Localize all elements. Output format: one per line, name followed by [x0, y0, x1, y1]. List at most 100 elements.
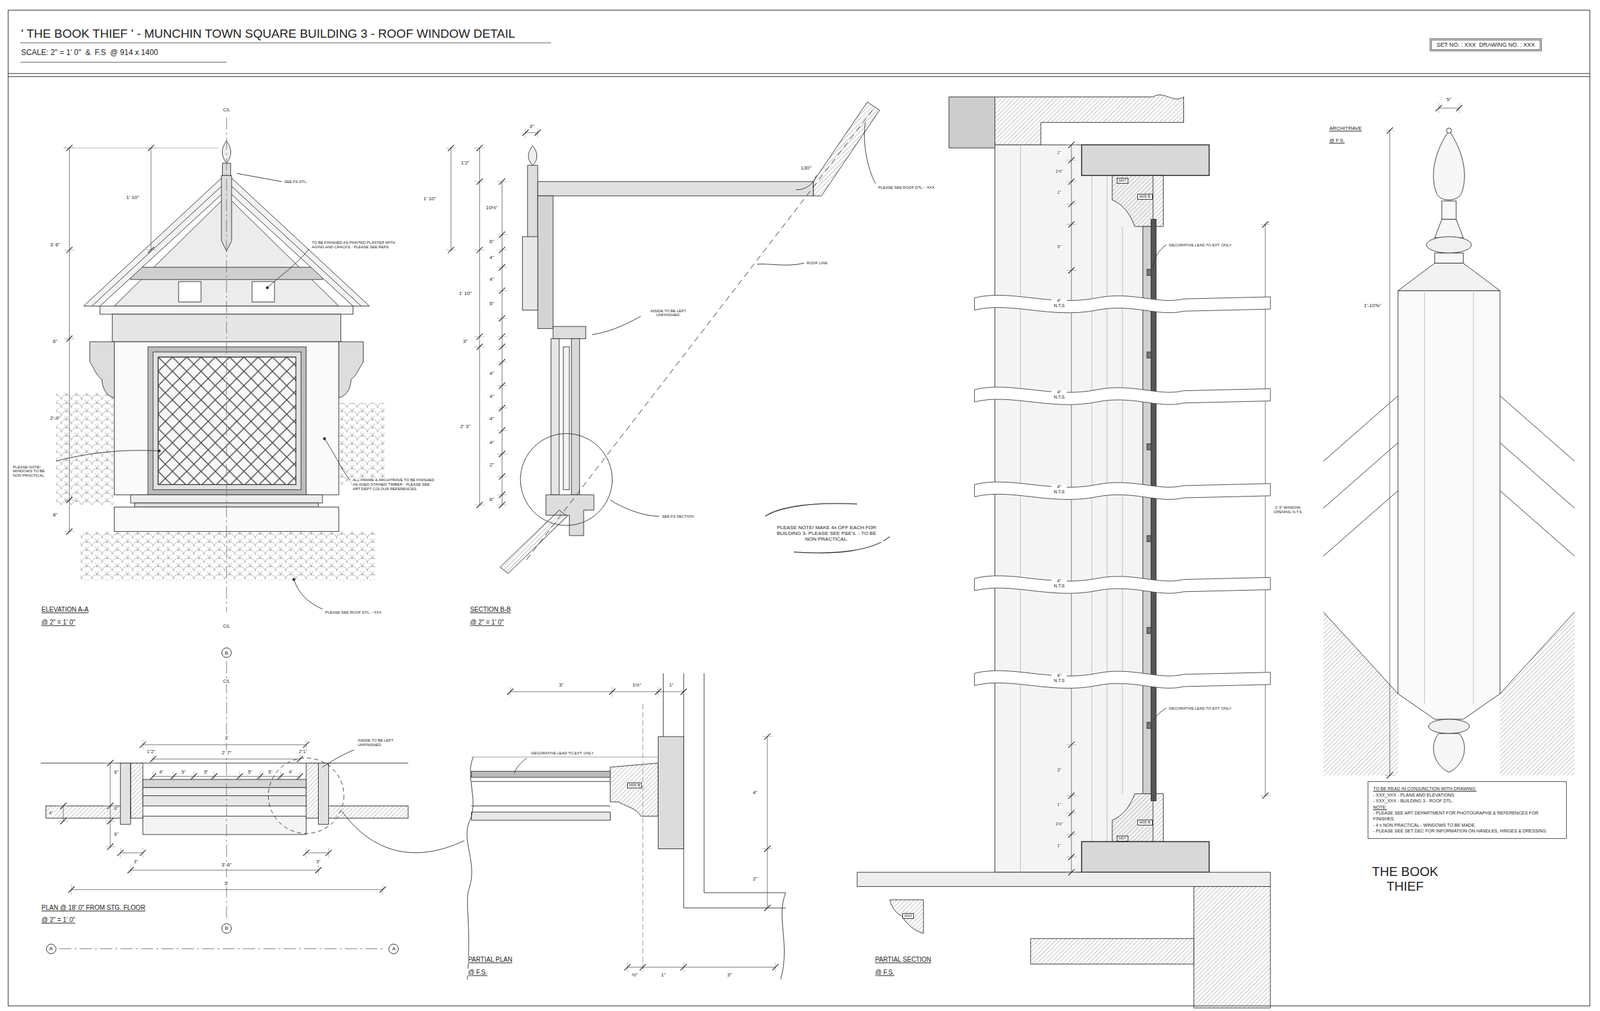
elevation-drawing: [324, 439, 351, 481]
annotation-label: ALL FRAME & ARCHITRAVE TO BE FINISHED AS…: [352, 478, 436, 492]
node-text: TO BE READ IN CONJUNCTION WITH DRAWING:: [1373, 785, 1561, 792]
annotation-label: DECORATIVE LEAD TO EXT. ONLY: [1168, 242, 1233, 248]
elevation-drawing: [69, 147, 70, 532]
node-text: M07: [1118, 836, 1127, 841]
view-title: PARTIAL SECTION: [874, 956, 932, 965]
annotation-label: 6": [113, 806, 120, 812]
elevation-drawing: [152, 352, 301, 490]
annotation-label: 4" N.T.S: [1051, 297, 1067, 308]
annotation-label: PLEASE NOTE! WINDOWS TO BE NON PRACTICAL…: [12, 464, 55, 479]
section-drawing: [499, 178, 506, 185]
plan-drawing: [46, 806, 131, 819]
annotation-label: 4": [488, 439, 495, 446]
finial-drawing: [1500, 612, 1575, 776]
annotation-label: @ F.S.: [1328, 137, 1346, 144]
partial-plan-drawing: [609, 763, 658, 817]
annotation-label: SEE FS DTL.: [283, 179, 308, 184]
plan-drawing: [268, 758, 344, 834]
plan-drawing: [325, 849, 333, 857]
plan-drawing: [130, 869, 319, 871]
node-text: - PLEASE SEE ART DEPARTMENT FOR PHOTOGRA…: [1373, 810, 1561, 823]
node-text: M05 B: [1139, 194, 1151, 200]
partial-plan-drawing: [467, 673, 786, 980]
annotation-label: 6": [488, 238, 495, 245]
section-drawing: [864, 122, 876, 184]
finial-drawing: [1446, 128, 1452, 134]
annotation-label: 2'-9": [49, 415, 61, 422]
sheet-frame: [8, 72, 1590, 74]
partial-section-drawing: [995, 144, 1154, 873]
annotation-label: ½": [631, 972, 639, 979]
section-drawing: [537, 195, 553, 329]
section-drawing: [499, 510, 568, 574]
section-drawing: [592, 316, 642, 335]
partial-section-drawing: [1068, 792, 1075, 800]
elevation-drawing: [236, 173, 282, 182]
annotation-label: C/L: [222, 107, 232, 113]
finial-drawing: [1456, 104, 1463, 112]
plan-drawing: [130, 763, 143, 819]
partial-section-drawing: [1068, 869, 1075, 876]
section-drawing: [757, 263, 804, 265]
partial-plan-drawing: [657, 736, 684, 849]
node-text: - PLEASE SEE SET DEC FOR INFORMATION ON …: [1373, 828, 1561, 834]
partial-section-drawing: [974, 670, 1271, 688]
plan-drawing: [149, 755, 157, 763]
section-drawing: [813, 101, 880, 196]
elevation-drawing: [158, 449, 161, 453]
annotation-label: 3'-6": [220, 862, 233, 868]
elevation-drawing: [147, 247, 155, 254]
section-drawing: [448, 144, 455, 152]
annotation-label: DECORATIVE LEAD TO EXT. ONLY: [1168, 705, 1233, 711]
plan-drawing: [139, 741, 146, 749]
annotation-label: ARCHITRAVE: [1328, 125, 1363, 132]
partial-section-drawing: [1071, 144, 1072, 873]
partial-section-drawing: [1146, 627, 1151, 635]
annotation-label: 4" N.T.S: [1051, 389, 1067, 400]
annotation-label: 5": [247, 769, 253, 776]
finial-drawing: [1323, 612, 1398, 776]
plan-drawing: [68, 886, 75, 893]
view-title: THE BOOK THIEF: [1363, 864, 1448, 895]
partial-section-drawing: [1068, 157, 1075, 164]
partial-plan-drawing: [471, 771, 611, 778]
elevation-drawing: [79, 531, 376, 582]
annotation-label: 1' 10": [125, 195, 140, 201]
partial-section-drawing: [1081, 144, 1209, 176]
annotation-label: 6": [51, 339, 58, 345]
annotation-label: 3": [726, 972, 733, 979]
section-marker: A: [46, 944, 57, 955]
section-drawing: [551, 338, 560, 495]
annotation-label: 4": [488, 370, 495, 377]
partial-section-drawing: [949, 96, 996, 148]
section-drawing: [499, 333, 506, 340]
plan-drawing: [257, 773, 264, 781]
elevation-drawing: [66, 496, 73, 504]
node-text: NOTE:: [1373, 804, 1561, 811]
annotation-label: 2": [752, 876, 758, 883]
plan-drawing: [60, 818, 67, 825]
plan-drawing: [106, 818, 114, 825]
node-text: A: [392, 945, 396, 952]
annotation-label: 1' 10": [458, 291, 473, 297]
annotation-label: 4": [488, 416, 495, 423]
annotation-label: DECORATIVE LEAD TO EXT. ONLY: [530, 750, 595, 756]
partial-plan-drawing: [655, 688, 662, 696]
node-text: - 4 x NON PRACTICAL - WINDOWS TO BE MADE…: [1373, 822, 1561, 829]
section-drawing: [476, 247, 484, 254]
section-drawing: [499, 405, 506, 412]
finial-drawing: [1386, 127, 1394, 134]
section-drawing: [552, 326, 586, 339]
partial-section-drawing: [1068, 853, 1075, 861]
node-text: M05 B: [629, 783, 640, 788]
plan-drawing: [190, 773, 198, 781]
section-drawing: [499, 231, 506, 239]
partial-section-drawing: [1146, 444, 1151, 451]
annotation-label: 1": [1056, 190, 1062, 196]
annotation-label: 5": [1445, 97, 1452, 104]
annotation-label: 4": [488, 394, 495, 400]
partial-plan-drawing: [764, 733, 771, 740]
partial-section-drawing: [1068, 142, 1075, 149]
node-text: B: [224, 650, 228, 656]
partial-section-drawing: [1068, 221, 1075, 228]
